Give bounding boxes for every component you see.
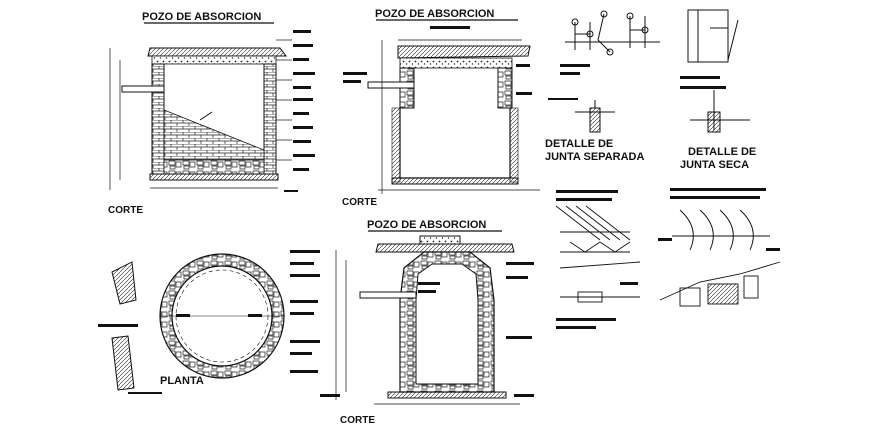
label-corte-bottom: CORTE [340,415,375,426]
label-corte-left: CORTE [108,205,143,216]
detail-junta-separada-line2: JUNTA SEPARADA [545,151,644,163]
diagrama-tuberia [555,190,641,329]
zanja-absorcion [658,188,781,307]
detail-junta-seca-line1: DETALLE DE [688,146,756,158]
section-bottom-middle: POZO DE ABSORCION CORTE [320,219,534,426]
label-planta: PLANTA [160,375,204,387]
label-corte-middle: CORTE [342,197,377,208]
title-top-left: POZO DE ABSORCION [142,11,261,23]
detail-junta-seca [687,9,750,133]
title-bottom-middle: POZO DE ABSORCION [367,219,486,231]
detail-junta-seca-line2: JUNTA SECA [680,159,749,171]
title-top-middle: POZO DE ABSORCION [375,8,494,20]
section-top-left: POZO DE ABSORCION [108,11,315,216]
detail-junta-separada-line1: DETALLE DE [545,138,613,150]
section-planta: PLANTA [98,250,320,394]
detail-junta-separada [565,10,660,133]
section-top-middle: POZO DE ABSORCION CORTE [342,8,540,208]
